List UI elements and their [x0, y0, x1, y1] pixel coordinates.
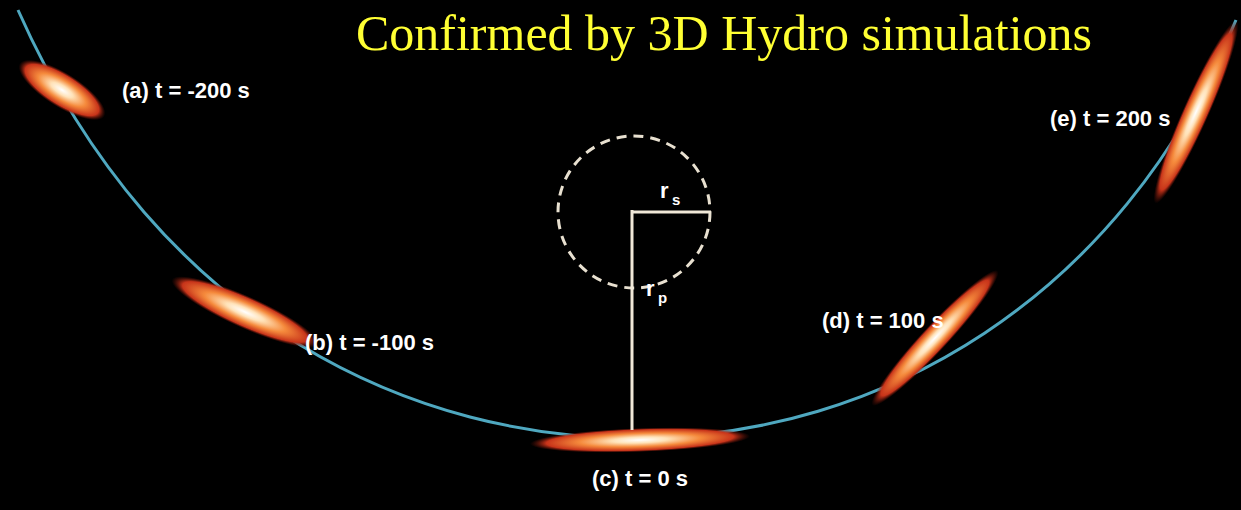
star-blob — [11, 49, 114, 131]
time-label: (b) t = -100 s — [305, 332, 434, 354]
radius-subscript: p — [658, 290, 667, 305]
title: Confirmed by 3D Hydro simulations — [356, 8, 1092, 58]
time-label: (a) t = -200 s — [122, 80, 250, 102]
star-blob — [530, 424, 751, 456]
time-label: (c) t = 0 s — [592, 468, 688, 490]
pericentre-line — [631, 210, 634, 430]
time-label: (e) t = 200 s — [1050, 108, 1170, 130]
star-blob — [863, 262, 1008, 414]
radius-symbol: r — [646, 278, 655, 300]
time-label: (d) t = 100 s — [822, 310, 944, 332]
orbit-path — [18, 10, 1236, 438]
radius-symbol: r — [660, 180, 669, 202]
star-blob — [165, 265, 324, 359]
radius-subscript: s — [672, 192, 680, 207]
dashed-circle — [558, 136, 710, 288]
radius-line — [632, 211, 711, 214]
